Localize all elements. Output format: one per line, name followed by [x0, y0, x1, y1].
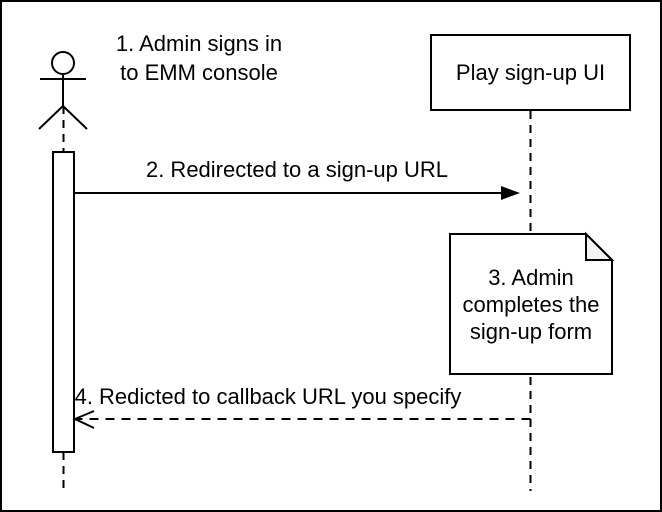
message-4-arrow — [72, 410, 531, 429]
message-4-label: 4. Redicted to callback URL you specify — [74, 384, 462, 409]
text-line: 3. Admin — [488, 264, 574, 290]
text-line: sign-up form — [469, 318, 593, 344]
note-outline — [449, 233, 613, 375]
message-4-arrowhead-icon — [72, 410, 95, 429]
message-2-label: 2. Redirected to a sign-up URL — [145, 157, 449, 182]
message-2-arrowhead-icon — [501, 186, 520, 200]
actor-icon — [38, 51, 88, 130]
actor-right-leg — [62, 105, 88, 130]
text-line: completes the — [462, 291, 600, 317]
activation-bar — [52, 151, 75, 453]
text-line: to EMM console — [120, 60, 278, 85]
actor-left-leg — [38, 105, 64, 130]
note-label: 3. Admin completes the sign-up form — [452, 234, 610, 374]
participant-label: Play sign-up UI — [455, 59, 606, 85]
text-line: 1. Admin signs in — [115, 31, 283, 56]
actor-head — [51, 51, 75, 75]
message-1-label: 1. Admin signs in to EMM console — [104, 29, 294, 87]
participant-play-signup-ui: Play sign-up UI — [430, 34, 631, 111]
message-2-arrow — [74, 186, 520, 200]
note-shape — [449, 231, 615, 375]
note-fold-icon — [585, 231, 615, 261]
